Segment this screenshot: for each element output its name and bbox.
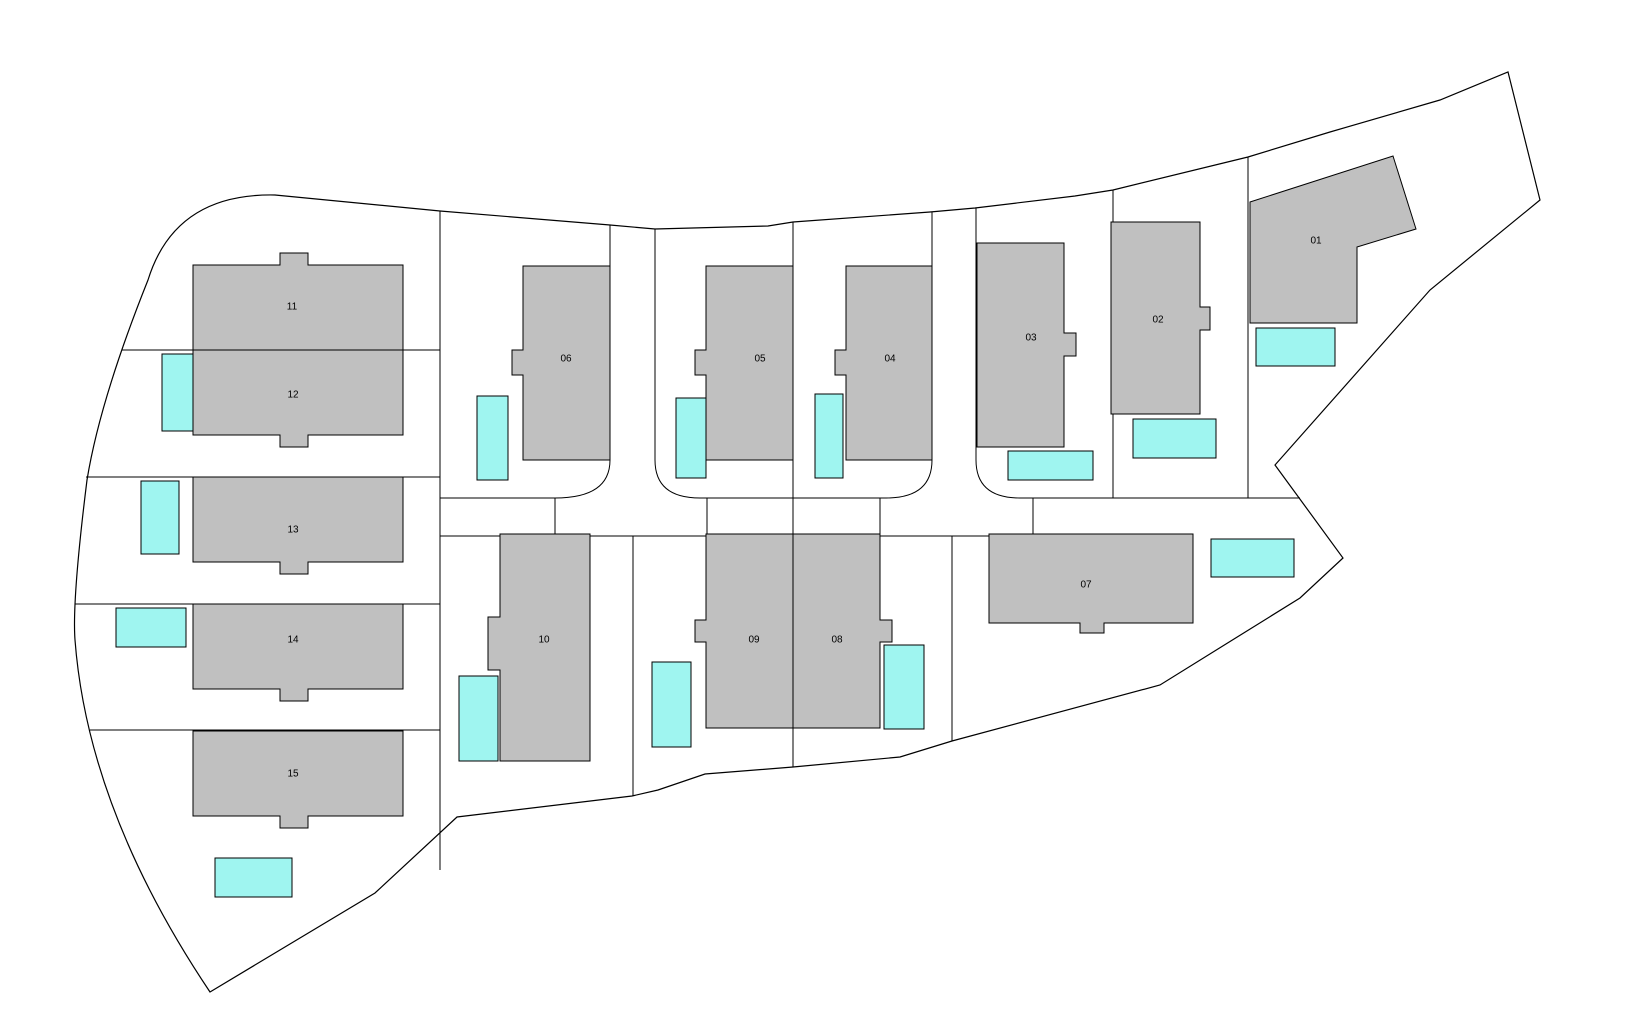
lot-label-01: 01 bbox=[1310, 236, 1322, 247]
house-09[interactable] bbox=[694, 533, 794, 729]
house-15[interactable] bbox=[192, 730, 404, 829]
garage-12[interactable] bbox=[161, 353, 194, 432]
lot-label-06: 06 bbox=[560, 354, 572, 365]
lot-label-11: 11 bbox=[287, 302, 298, 313]
lot-label-13: 13 bbox=[287, 525, 299, 536]
garage-14[interactable] bbox=[115, 607, 187, 648]
lot-label-04: 04 bbox=[884, 354, 896, 365]
house-11[interactable] bbox=[192, 252, 404, 351]
garage-01[interactable] bbox=[1255, 327, 1336, 367]
garage-06[interactable] bbox=[476, 395, 509, 481]
house-03[interactable] bbox=[976, 242, 1077, 448]
garage-08[interactable] bbox=[883, 644, 925, 730]
lot-label-12: 12 bbox=[287, 390, 299, 401]
house-10[interactable] bbox=[487, 533, 591, 762]
lot-labels: 01 02 03 04 05 06 07 08 09 10 11 12 13 1… bbox=[287, 236, 1322, 780]
house-04[interactable] bbox=[834, 265, 933, 461]
lot-label-10: 10 bbox=[538, 635, 550, 646]
garage-04[interactable] bbox=[814, 393, 844, 479]
lot-label-08: 08 bbox=[831, 635, 843, 646]
house-14[interactable] bbox=[192, 603, 404, 702]
house-05[interactable] bbox=[694, 265, 794, 461]
garages bbox=[115, 327, 1336, 898]
garage-03[interactable] bbox=[1007, 450, 1094, 481]
lot-label-05: 05 bbox=[754, 354, 766, 365]
garage-05[interactable] bbox=[675, 397, 707, 479]
house-02[interactable] bbox=[1110, 221, 1211, 415]
garage-13[interactable] bbox=[140, 480, 180, 555]
garage-15[interactable] bbox=[214, 857, 293, 898]
lot-label-02: 02 bbox=[1152, 315, 1164, 326]
garage-02[interactable] bbox=[1132, 418, 1217, 459]
house-08[interactable] bbox=[792, 533, 893, 729]
garage-07[interactable] bbox=[1210, 538, 1295, 578]
lot-label-07: 07 bbox=[1080, 580, 1092, 591]
house-06[interactable] bbox=[511, 265, 611, 461]
houses bbox=[192, 155, 1417, 829]
garage-10[interactable] bbox=[458, 675, 499, 762]
house-13[interactable] bbox=[192, 476, 404, 575]
house-07[interactable] bbox=[988, 533, 1194, 634]
garage-09[interactable] bbox=[651, 661, 692, 748]
house-12[interactable] bbox=[192, 349, 404, 448]
lot-label-15: 15 bbox=[287, 769, 299, 780]
lot-label-09: 09 bbox=[748, 635, 760, 646]
house-01[interactable] bbox=[1249, 155, 1417, 324]
lot-label-03: 03 bbox=[1025, 333, 1037, 344]
lot-label-14: 14 bbox=[287, 635, 299, 646]
